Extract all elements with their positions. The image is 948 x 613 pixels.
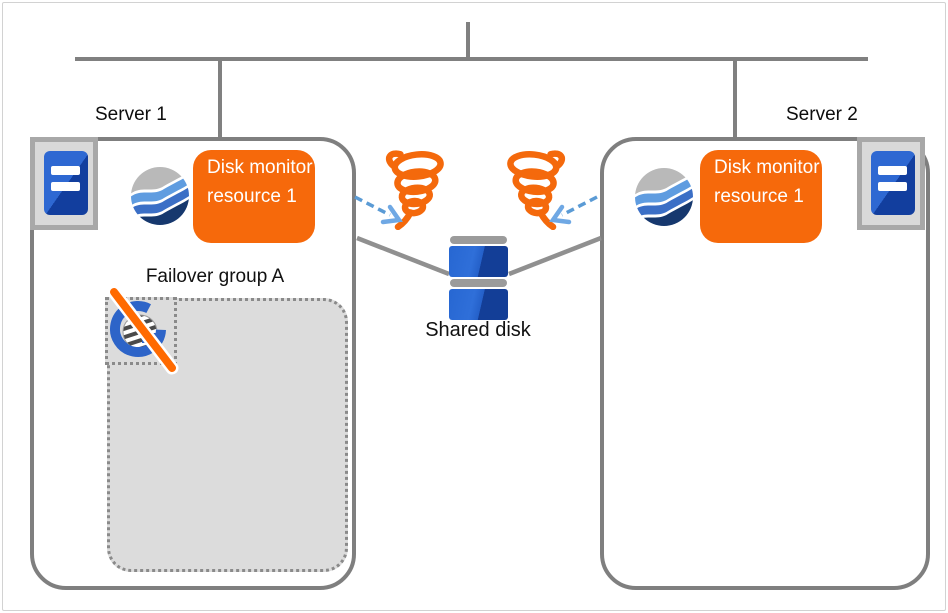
server-slot-bar	[878, 166, 907, 175]
cluster-logo-icon	[635, 168, 693, 226]
server1-label: Server 1	[95, 104, 167, 125]
server2-label: Server 2	[786, 104, 858, 125]
failover-group-label: Failover group A	[145, 266, 285, 287]
network-bus-line	[75, 57, 868, 61]
server2-disk-monitor-badge: Disk monitor resource 1	[700, 150, 822, 243]
server2-server-icon	[857, 137, 925, 230]
stopped-group-icon	[107, 285, 179, 375]
server1-drop-line	[218, 59, 222, 137]
shared-disk-label: Shared disk	[425, 319, 531, 341]
shared-disk-icon	[450, 236, 507, 244]
server2-drop-line	[733, 59, 737, 137]
disk-connector-lines	[356, 235, 602, 277]
cluster-logo-icon	[131, 167, 189, 225]
shared-disk-icon	[449, 289, 508, 320]
network-stem-line	[466, 22, 470, 60]
monitor-arrow-icon	[354, 195, 403, 225]
tornado-icon	[385, 150, 444, 230]
server-slot-bar	[51, 182, 80, 191]
shared-disk-icon	[449, 246, 508, 277]
server-slot-bar	[51, 166, 80, 175]
shared-disk-icon	[450, 279, 507, 287]
server1-disk-monitor-badge: Disk monitor resource 1	[193, 150, 315, 243]
server-slot-bar	[878, 182, 907, 191]
server1-server-icon	[30, 137, 98, 230]
server-unit-icon	[44, 151, 88, 215]
tornado-icon	[507, 150, 566, 230]
server-unit-icon	[871, 151, 915, 215]
monitor-arrow-icon	[549, 195, 598, 225]
